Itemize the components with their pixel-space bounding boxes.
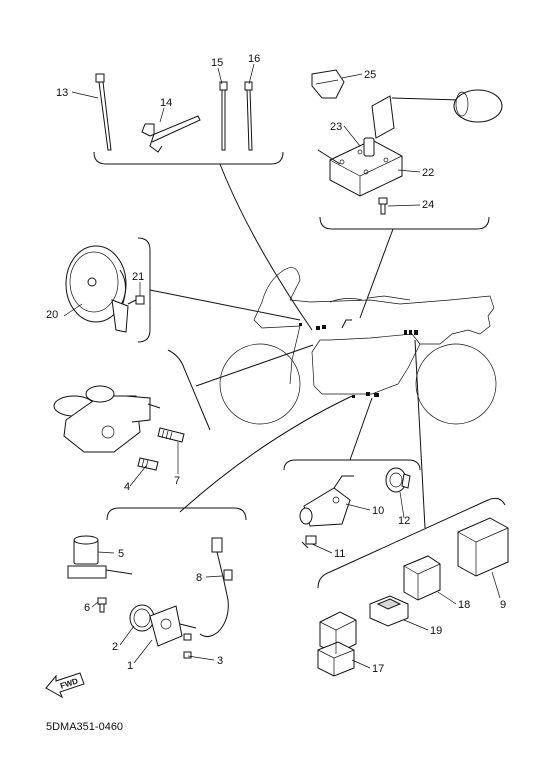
drawing-code: 5DMA351-0460 <box>46 721 123 733</box>
part-18-relay[interactable] <box>403 555 441 601</box>
callout-23: 23 <box>330 121 342 133</box>
thermostat-housing <box>53 385 161 453</box>
part-23-gasket[interactable] <box>317 137 375 165</box>
callout-11: 11 <box>334 548 345 560</box>
part-11-bolt[interactable] <box>301 535 317 549</box>
leader-horn <box>149 289 301 321</box>
callout-3: 3 <box>217 655 223 667</box>
part-21-bolt[interactable] <box>127 295 145 305</box>
part-10-valve[interactable] <box>299 475 354 527</box>
bracket-thermostat <box>167 349 211 431</box>
part-15-cable-tie[interactable] <box>219 81 228 151</box>
leader-valve <box>349 397 373 461</box>
callout-14: 14 <box>160 97 172 109</box>
part-4-thermo-switch[interactable] <box>137 457 159 471</box>
callout-1: 1 <box>127 660 133 672</box>
part-14-band[interactable] <box>141 115 201 153</box>
callout-5: 5 <box>118 548 124 560</box>
part-9-relay[interactable] <box>457 517 509 577</box>
part-13-cable-tie[interactable] <box>95 73 112 151</box>
part-6-bolt[interactable] <box>97 597 107 613</box>
bracket-relays <box>317 497 506 589</box>
callout-24: 24 <box>422 199 434 211</box>
fwd-arrow-icon: FWD <box>45 672 85 699</box>
leader-thermostat <box>195 344 314 387</box>
bracket-valve <box>283 459 421 471</box>
part-20-horn[interactable] <box>65 245 129 333</box>
fuel-float-arm <box>371 89 503 139</box>
callout-21: 21 <box>132 271 144 283</box>
callout-2: 2 <box>112 641 118 653</box>
callout-6: 6 <box>84 602 90 614</box>
bracket-top-left <box>93 151 284 165</box>
motorcycle-part-markers <box>299 319 418 398</box>
callout-8: 8 <box>196 572 202 584</box>
part-19-socket[interactable] <box>369 595 409 627</box>
part-16-cable-tie[interactable] <box>244 81 253 151</box>
part-22-fuel-sender[interactable] <box>329 139 403 197</box>
leader-relays <box>414 339 426 529</box>
part-5-sensor[interactable] <box>67 535 133 579</box>
callout-18: 18 <box>458 599 470 611</box>
part-17-relay-assy[interactable] <box>317 611 357 677</box>
bracket-sensors <box>106 507 247 521</box>
callout-25: 25 <box>364 69 376 81</box>
callout-4: 4 <box>124 481 130 493</box>
callout-19: 19 <box>430 625 442 637</box>
part-3-bolt[interactable] <box>183 633 192 659</box>
callout-7: 7 <box>174 475 180 487</box>
callout-17: 17 <box>372 663 384 675</box>
part-25-cover[interactable] <box>311 69 345 99</box>
motorcycle-outline <box>219 267 497 425</box>
part-7-temp-sensor[interactable] <box>157 427 185 443</box>
leader-top-left <box>219 163 313 331</box>
callout-16: 16 <box>248 53 260 65</box>
callout-12: 12 <box>398 515 410 527</box>
callout-13: 13 <box>56 87 68 99</box>
callout-9: 9 <box>500 599 506 611</box>
callout-15: 15 <box>211 57 223 69</box>
callout-20: 20 <box>46 309 58 321</box>
part-8-lead-wire[interactable] <box>199 537 233 638</box>
callout-22: 22 <box>422 167 434 179</box>
part-12-clamp[interactable] <box>385 467 411 493</box>
part-24-bolt[interactable] <box>378 197 388 215</box>
leader-sensors <box>179 395 353 513</box>
leader-top-right <box>359 228 394 319</box>
callout-leaders <box>63 63 501 669</box>
bracket-top-right <box>319 216 490 230</box>
callout-10: 10 <box>372 505 384 517</box>
part-1-sensor[interactable] <box>149 605 197 647</box>
